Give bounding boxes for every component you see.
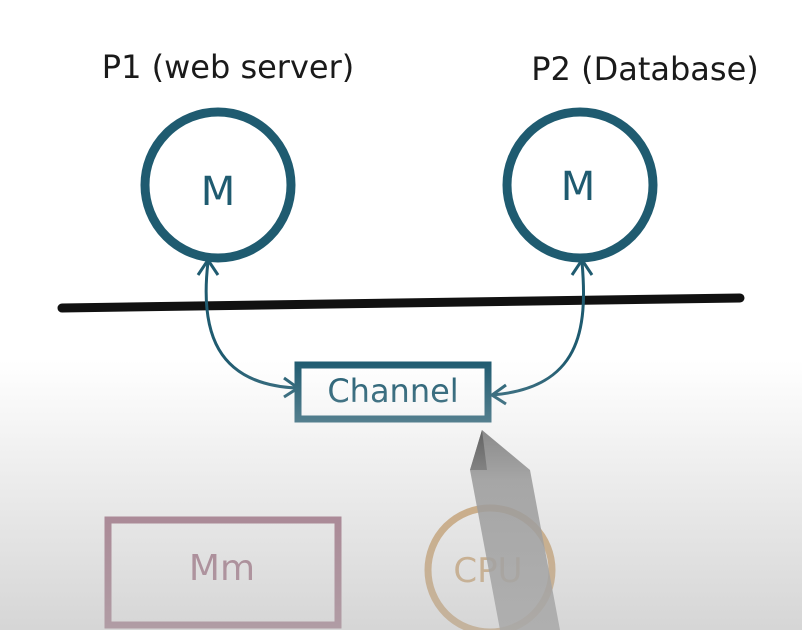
arrow-p1-channel [204, 261, 299, 390]
process-p2-memory: M [561, 164, 596, 210]
main-memory-label: Mm [189, 548, 255, 589]
kernel-boundary-line [57, 293, 745, 313]
pen-marker [470, 430, 560, 630]
arrow-p2-channel [491, 261, 585, 397]
process-p2-label: P2 (Database) [531, 50, 758, 88]
arrowhead-p1-up [196, 257, 220, 276]
process-p1-circle [140, 107, 296, 263]
process-p2-circle [502, 107, 658, 263]
process-p1-memory: M [201, 169, 236, 215]
arrowhead-p2-up [570, 257, 594, 276]
channel-label: Channel [327, 372, 458, 410]
process-p1-label: P1 (web server) [102, 48, 354, 86]
